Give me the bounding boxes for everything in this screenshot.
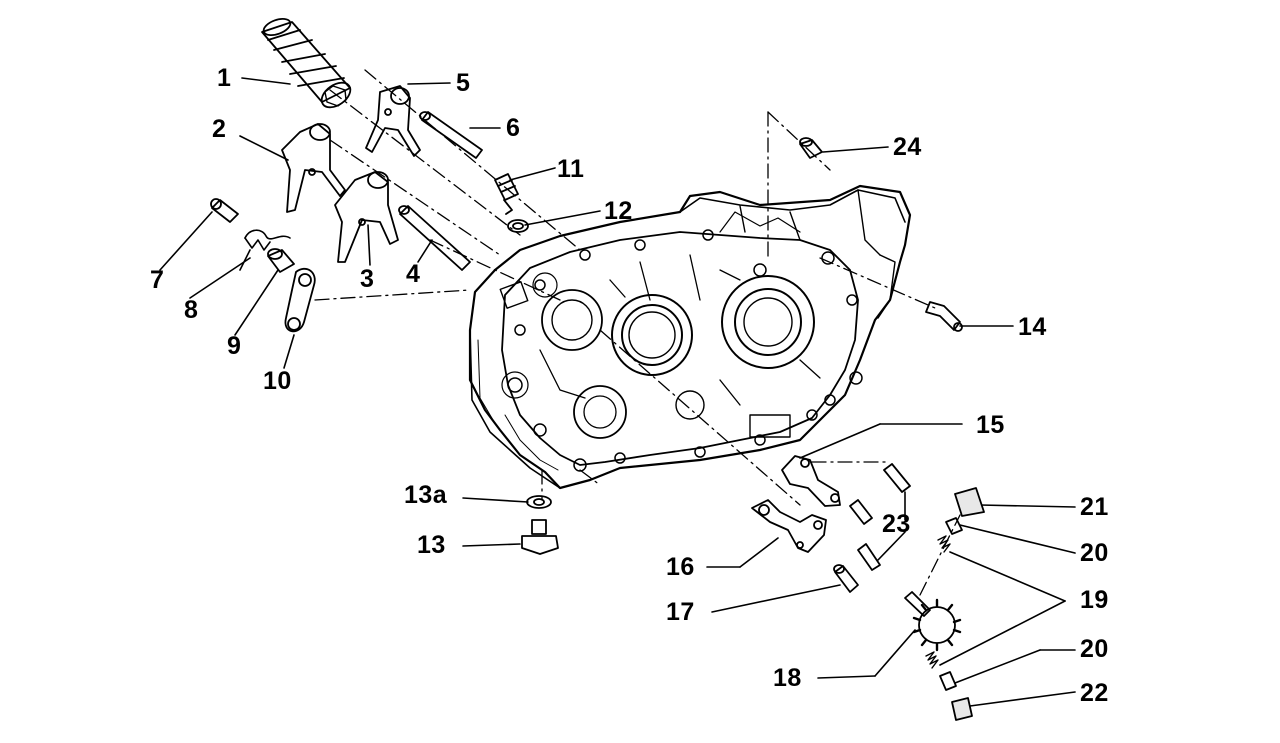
part-5-shift-fork xyxy=(365,85,421,157)
callout-16: 16 xyxy=(666,553,695,581)
callout-2: 2 xyxy=(212,115,227,143)
callout-11: 11 xyxy=(557,155,585,183)
part-6-rod xyxy=(419,111,483,159)
part-13a-washer xyxy=(526,495,552,509)
callout-18: 18 xyxy=(773,664,802,692)
part-3-fork xyxy=(334,171,399,263)
callout-22: 22 xyxy=(1080,679,1109,707)
callout-20-upper: 20 xyxy=(1080,539,1109,567)
callout-15: 15 xyxy=(976,411,1005,439)
part-2-fork xyxy=(281,123,346,213)
part-24-dowel xyxy=(799,137,823,159)
callout-14: 14 xyxy=(1018,313,1047,341)
part-20-plunger-lower xyxy=(939,671,957,691)
leader-lines xyxy=(159,77,1076,707)
part-7-bolt xyxy=(210,198,239,223)
part-11-switch xyxy=(494,173,519,215)
callout-5: 5 xyxy=(456,69,471,97)
part-15-plate xyxy=(781,455,841,507)
part-22-cap xyxy=(951,697,973,721)
callout-17: 17 xyxy=(666,598,695,626)
callout-3: 3 xyxy=(360,265,375,293)
callout-6: 6 xyxy=(506,114,521,142)
callout-9: 9 xyxy=(227,332,242,360)
part-17-bolt xyxy=(833,564,859,593)
part-16-bracket xyxy=(751,499,827,553)
callout-7: 7 xyxy=(150,266,165,294)
part-4-rod xyxy=(398,205,471,271)
part-14-sensor xyxy=(925,301,963,332)
callout-10: 10 xyxy=(263,367,292,395)
callout-24: 24 xyxy=(893,133,922,161)
part-19-springs xyxy=(925,535,951,669)
part-1-shift-drum xyxy=(261,17,352,109)
callout-1: 1 xyxy=(217,64,232,92)
part-8-spring xyxy=(239,229,291,271)
callout-23: 23 xyxy=(882,510,911,538)
callout-4: 4 xyxy=(406,260,421,288)
callout-13a: 13a xyxy=(404,481,448,509)
part-10-lever xyxy=(284,267,316,333)
callout-13: 13 xyxy=(417,531,446,559)
part-13-drain-plug xyxy=(521,519,559,555)
part-12-washer xyxy=(507,219,529,233)
callout-20-lower: 20 xyxy=(1080,635,1109,663)
callout-19: 19 xyxy=(1080,586,1109,614)
crankcase-half xyxy=(468,184,912,490)
part-20-plunger-upper xyxy=(945,517,963,535)
part-23-bolts xyxy=(849,463,911,571)
part-18-gear xyxy=(904,591,962,652)
callout-12: 12 xyxy=(604,197,633,225)
part-9-collar xyxy=(267,248,295,273)
part-21-cap xyxy=(954,487,985,517)
callout-21: 21 xyxy=(1080,493,1109,521)
callout-8: 8 xyxy=(184,296,199,324)
